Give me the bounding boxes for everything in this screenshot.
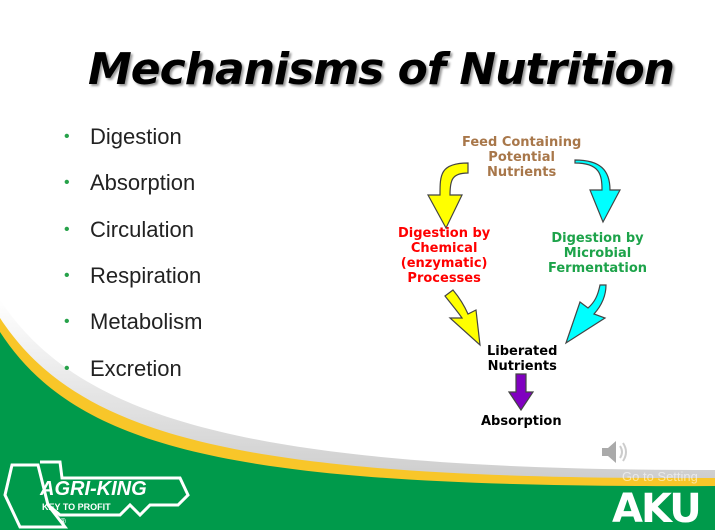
purple-arrow xyxy=(507,373,535,412)
bullet-icon: • xyxy=(64,174,70,192)
chem-line: Processes xyxy=(407,271,481,286)
activate-windows-watermark: Activate W xyxy=(632,449,704,466)
bullet-icon: • xyxy=(64,128,70,146)
bullet-text: Metabolism xyxy=(90,309,203,335)
settings-watermark: Go to Setting xyxy=(622,469,698,484)
feed-line: Potential xyxy=(488,150,555,165)
aku-logo: AKU xyxy=(612,486,702,532)
lib-line: Liberated xyxy=(487,344,558,359)
bullet-text: Respiration xyxy=(90,263,202,289)
bullet-item: • Excretion xyxy=(64,345,202,391)
bullet-text: Absorption xyxy=(90,170,196,196)
bullet-text: Excretion xyxy=(90,355,182,381)
cyan-arrow-bottom xyxy=(564,284,607,345)
slide-title: Mechanisms of Nutrition xyxy=(88,44,675,95)
feed-line: Nutrients xyxy=(487,165,557,180)
bullet-item: • Absorption xyxy=(64,160,202,206)
absorption-label: Absorption xyxy=(481,414,562,429)
chem-line: Digestion by xyxy=(398,226,491,241)
agri-king-logo xyxy=(3,460,190,529)
logo-tagline: KEY TO PROFIT xyxy=(42,502,111,512)
yellow-arrow-bottom xyxy=(444,289,481,347)
bullet-item: • Digestion xyxy=(64,114,202,160)
feed-line: Feed Containing xyxy=(462,135,582,150)
micro-line: Digestion by xyxy=(551,231,644,246)
bullet-icon: • xyxy=(64,313,70,331)
bullet-icon: • xyxy=(64,359,70,377)
bullet-item: • Metabolism xyxy=(64,299,202,345)
micro-line: Microbial xyxy=(563,246,632,261)
chem-line: (enzymatic) xyxy=(400,256,488,271)
registered-mark: ® xyxy=(60,517,66,526)
bullet-text: Circulation xyxy=(90,216,194,242)
micro-line: Fermentation xyxy=(548,261,648,276)
lib-line: Nutrients xyxy=(487,359,557,374)
bullet-list: • Digestion • Absorption • Circulation • Res… xyxy=(64,114,202,392)
chem-line: Chemical xyxy=(410,241,478,256)
bullet-icon: • xyxy=(64,220,70,238)
bullet-text: Digestion xyxy=(90,124,182,150)
bullet-item: • Respiration xyxy=(64,253,202,299)
bullet-icon: • xyxy=(64,267,70,285)
bullet-item: • Circulation xyxy=(64,207,202,253)
swoosh-green xyxy=(0,332,715,530)
cyan-arrow-top xyxy=(574,159,621,224)
speaker-icon[interactable] xyxy=(600,440,630,464)
logo-name: AGRI-KING xyxy=(40,478,147,500)
yellow-arrow-top xyxy=(426,162,469,230)
